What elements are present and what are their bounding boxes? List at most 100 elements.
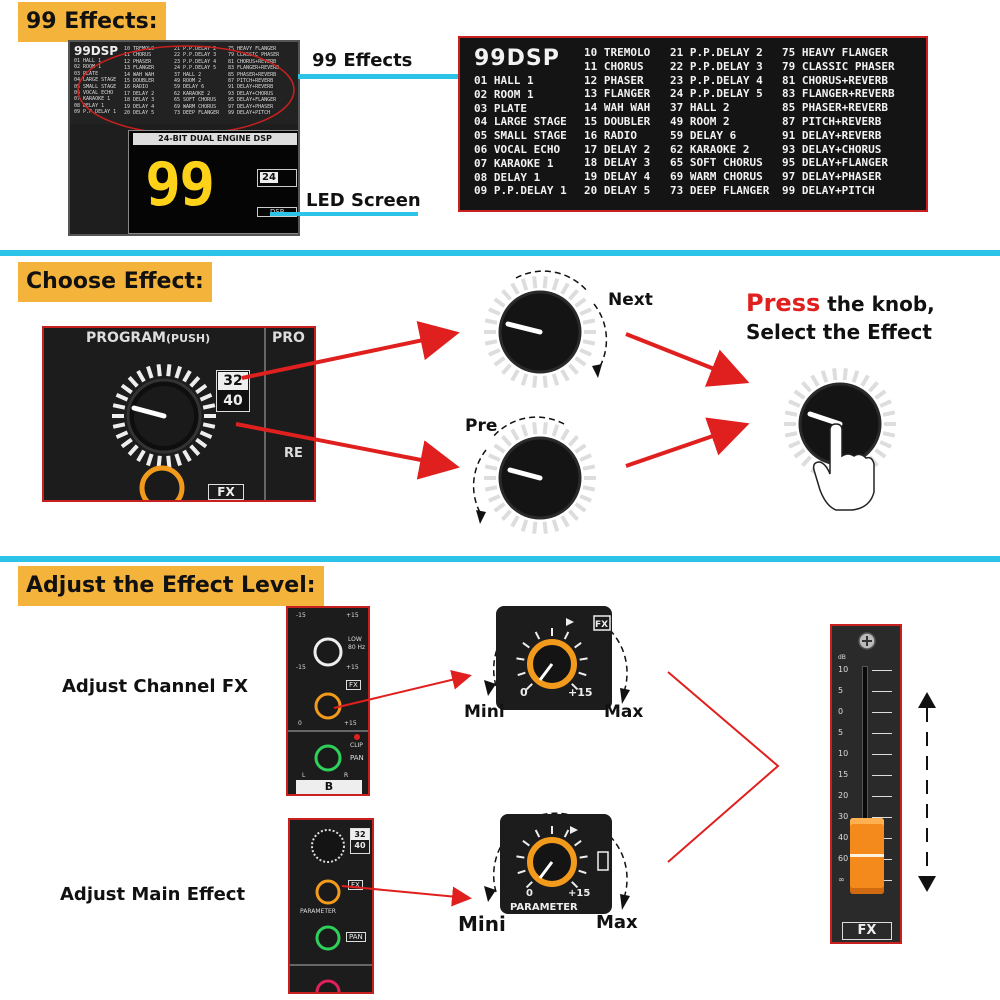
strip-minus15-top: -15 — [296, 612, 306, 619]
small-effect-item: 83 FLANGER+REVERB — [228, 65, 280, 72]
up-down-arrow-icon — [918, 692, 936, 892]
small-effect-item: 69 WARM CHORUS — [174, 103, 217, 110]
knob-tick — [520, 424, 529, 437]
knob-tick — [801, 381, 813, 393]
knob-tick — [484, 339, 498, 346]
knob-tick — [560, 428, 570, 441]
knob-tick — [582, 485, 596, 492]
main-bottom-knob-small[interactable] — [308, 970, 348, 994]
program-knob[interactable] — [104, 356, 224, 476]
pre-knob[interactable] — [470, 408, 610, 548]
effect-item: 04 LARGE STAGE — [474, 115, 567, 129]
large-fx-badge-partial: FX — [595, 620, 608, 630]
next-knob[interactable] — [470, 262, 610, 402]
main-fx-knob-small[interactable] — [308, 872, 348, 912]
knob-tick — [174, 453, 182, 467]
effect-item: 83 FLANGER+REVERB — [782, 87, 895, 101]
fader-fx-label: FX — [842, 922, 892, 940]
effect-item: 05 SMALL STAGE — [474, 129, 567, 143]
fx-knob-partial[interactable] — [122, 446, 202, 502]
knob-tick — [112, 422, 126, 429]
effect-item: 14 WAH WAH — [584, 101, 651, 115]
knob-tick — [189, 376, 201, 388]
fader-db-label: dB — [838, 654, 846, 661]
large-knob-zero: 0 — [520, 686, 528, 699]
adjust-channel-fx-label: Adjust Channel FX — [62, 676, 249, 697]
section-header-choose: Choose Effect: — [18, 262, 212, 302]
knob-tick — [522, 840, 530, 847]
small-effect-item: 07 KARAOKE 1 — [74, 96, 111, 103]
main-pan-knob-small[interactable] — [308, 918, 348, 958]
led-mode-box: 24 — [257, 169, 297, 187]
knob-tick — [532, 276, 538, 289]
small-effect-item: 23 P.P.DELAY 4 — [174, 58, 217, 65]
knob-tick — [520, 373, 529, 386]
knob-tick — [574, 443, 587, 454]
fader-cap[interactable] — [850, 818, 884, 894]
knob-tick — [578, 671, 587, 677]
knob-tick — [195, 437, 208, 449]
fader-scale-label: 15 — [838, 770, 849, 779]
program-badge-bottom: 40 — [223, 393, 243, 409]
large-knob-plus15: +15 — [568, 686, 593, 699]
knob-tick — [879, 440, 892, 449]
effect-item: 11 CHORUS — [584, 59, 644, 73]
small-effect-item: 87 PITCH+REVERB — [228, 78, 274, 85]
knob-tick — [532, 422, 538, 435]
effect-item: 13 FLANGER — [584, 87, 651, 101]
small-effect-item: 14 WAH WAH — [124, 71, 155, 78]
main-effect-knob-large[interactable]: 0 +15 PARAMETER — [470, 806, 640, 932]
effect-item: 08 DELAY 1 — [474, 170, 541, 184]
knob-tick — [166, 455, 172, 468]
main-program-knob-small[interactable] — [304, 822, 352, 870]
knob-tick — [563, 631, 570, 640]
press-knob[interactable] — [770, 352, 920, 522]
small-effect-item: 91 DELAY+REVERB — [228, 84, 274, 91]
knob-tick — [520, 519, 529, 532]
led-callout-line — [270, 212, 418, 216]
fx-badge: FX — [208, 484, 244, 500]
knob-tick — [579, 348, 592, 357]
knob-tick — [156, 455, 162, 468]
strip-l: L — [302, 772, 306, 779]
knob-tick — [842, 368, 848, 381]
small-effect-item: 16 RADIO — [124, 84, 149, 91]
knob-tick — [120, 383, 133, 395]
strip-fx-badge: FX — [346, 680, 361, 690]
strip-separator — [288, 730, 368, 732]
knob-tick — [579, 657, 588, 661]
small-effect-item: 95 DELAY+FLANGER — [228, 97, 277, 104]
effect-item: 65 SOFT CHORUS — [670, 156, 763, 170]
knob-tick — [879, 399, 892, 408]
program-label-text: PROGRAM — [86, 330, 166, 346]
knob-tick — [166, 364, 172, 377]
effect-item: 21 P.P.DELAY 2 — [670, 46, 763, 59]
led-banner: 24-BIT DUAL ENGINE DSP — [133, 133, 297, 145]
strip-plus15-mid: +15 — [346, 664, 359, 671]
knob-tick — [582, 339, 596, 346]
small-effect-item: 75 HEAVY FLANGER — [228, 46, 277, 52]
knob-tick — [874, 448, 887, 459]
channel-fx-knob-large[interactable]: FX 0 +15 — [470, 600, 640, 730]
fader-scale-tick — [872, 691, 892, 692]
low-eq-knob[interactable] — [306, 630, 350, 674]
led-display-box: 24-BIT DUAL ENGINE DSP 99 24 DSP — [128, 130, 298, 234]
fader-scale-tick — [872, 817, 892, 818]
small-effect-item: 08 DELAY 1 — [74, 102, 105, 109]
knob-tick — [146, 365, 154, 379]
knob-tick — [882, 431, 896, 438]
effect-item: 79 CLASSIC PHASER — [782, 59, 895, 73]
clip-led-icon — [354, 734, 360, 740]
knob-tick — [860, 374, 870, 387]
knob-tick — [493, 502, 506, 513]
small-effect-item: 81 CHORUS+REVERB — [228, 58, 277, 65]
knob-tick — [551, 278, 560, 291]
pan-knob-small[interactable] — [306, 736, 350, 780]
led-digits: 99 — [145, 150, 215, 220]
press-instruction: Press the knob, — [746, 290, 935, 317]
knob-tick — [525, 683, 533, 691]
small-effect-item: 11 CHORUS — [124, 52, 152, 59]
knob-tick — [801, 455, 813, 467]
main-badge-bottom: 40 — [354, 841, 366, 850]
